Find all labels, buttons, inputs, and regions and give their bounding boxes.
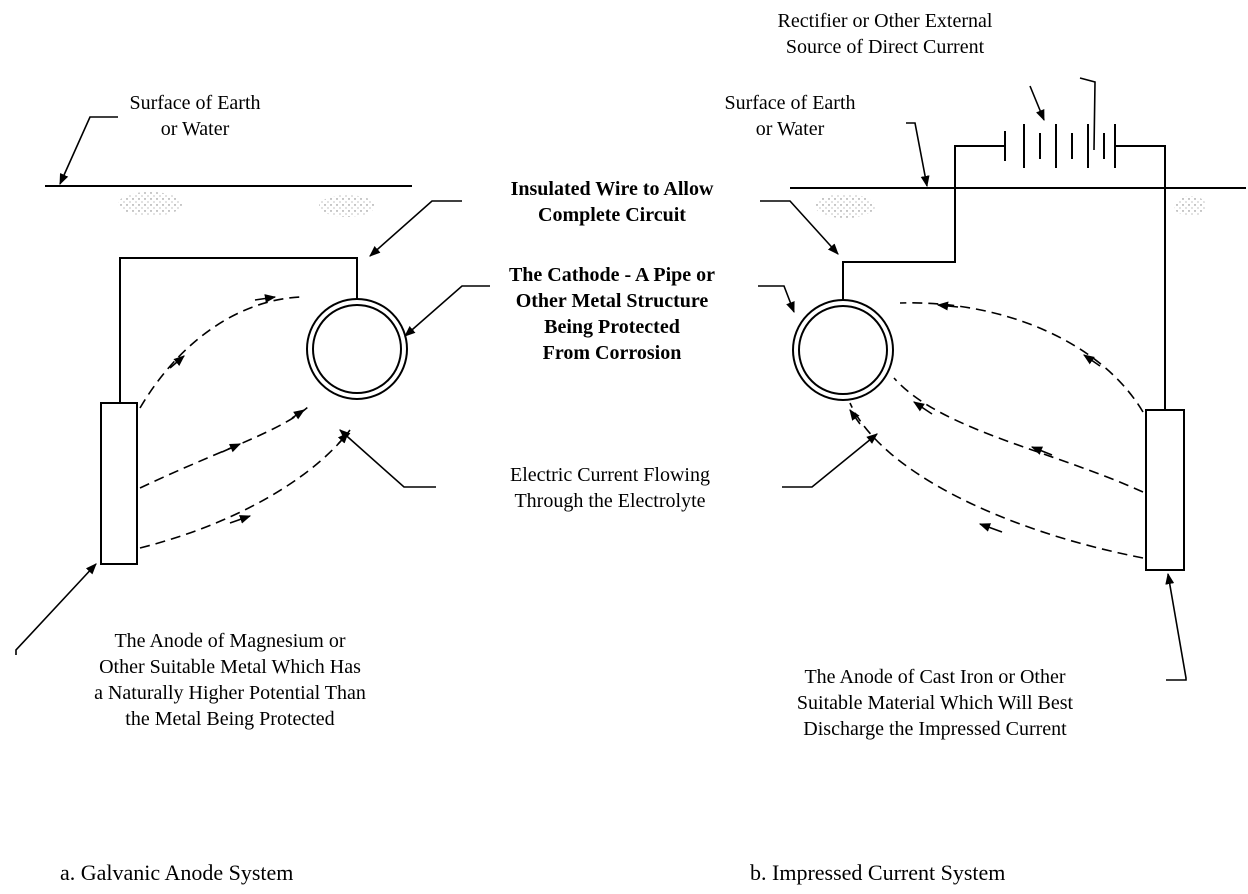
center-leaders	[339, 200, 878, 488]
leader-surface-left	[59, 116, 118, 186]
rectifier-symbol	[1004, 124, 1116, 168]
leader-current-right	[782, 433, 878, 488]
caption-impressed: b. Impressed Current System	[750, 860, 1006, 885]
flow-arrow-left-3a	[229, 515, 252, 524]
leader-surface-right	[906, 122, 930, 188]
flow-arrow-right-1b	[936, 301, 959, 311]
leader-anode-right	[1165, 572, 1187, 681]
flow-arrow-right-1a	[1083, 354, 1101, 367]
wire-right-return	[1115, 145, 1166, 410]
leader-wire-right	[760, 200, 839, 255]
pipe-right-inner	[798, 305, 888, 395]
current-line-right-3	[849, 402, 1144, 559]
current-line-left-2	[139, 404, 311, 489]
flow-arrow-right-2b	[913, 401, 933, 415]
flow-arrow-right-3b	[849, 409, 861, 425]
current-line-left-1	[139, 296, 301, 409]
flow-arrow-left-1a	[169, 355, 185, 369]
label-anode-impressed: The Anode of Cast Iron or Other Suitable…	[796, 666, 1074, 740]
anode-left	[100, 402, 138, 565]
caption-galvanic: a. Galvanic Anode System	[60, 860, 294, 885]
leader-cathode-right	[758, 285, 795, 314]
label-surface-right: Surface of Earth or Water	[724, 92, 856, 140]
flow-arrow-left-2b	[291, 409, 305, 420]
label-anode-galvanic: The Anode of Magnesium or Other Suitable…	[94, 630, 366, 730]
anode-right	[1145, 409, 1185, 571]
label-current-flow: Electric Current Flowing Through the Ele…	[510, 464, 710, 512]
pipe-right-outer	[792, 299, 894, 401]
flow-arrow-left-1b	[254, 294, 277, 303]
leader-rectifier	[1079, 77, 1096, 151]
pipe-left-inner	[312, 304, 402, 394]
wire-right	[842, 145, 1005, 302]
galvanic-system	[15, 116, 412, 655]
leader-current-left	[339, 429, 436, 488]
flow-arrow-right-3a	[978, 523, 1003, 533]
soil-stipple-right-2	[1174, 196, 1206, 216]
label-insulated-wire: Insulated Wire to Allow Complete Circuit	[510, 178, 714, 226]
label-cathode: The Cathode - A Pipe or Other Metal Stru…	[508, 264, 716, 364]
label-surface-left: Surface of Earth or Water	[129, 92, 261, 140]
soil-stipple-left-1	[118, 192, 182, 216]
current-line-left-3	[139, 429, 351, 549]
leader-cathode-left	[404, 285, 490, 337]
soil-stipple-right-1	[815, 194, 875, 218]
wire-left	[119, 257, 358, 490]
flow-arrow-right-2a	[1030, 446, 1053, 456]
impressed-system	[790, 77, 1246, 681]
flow-arrow-left-3b	[337, 432, 349, 445]
pipe-left-outer	[306, 298, 408, 400]
soil-stipple-left-2	[319, 195, 375, 217]
label-rectifier: Rectifier or Other External Source of Di…	[777, 10, 993, 58]
leader-rectifier-arrow	[1029, 85, 1045, 122]
current-line-right-1	[899, 302, 1144, 413]
current-line-right-2	[893, 377, 1144, 493]
leader-anode-left	[15, 563, 97, 655]
leader-wire-left	[369, 200, 462, 257]
flow-arrow-left-2a	[221, 443, 242, 453]
